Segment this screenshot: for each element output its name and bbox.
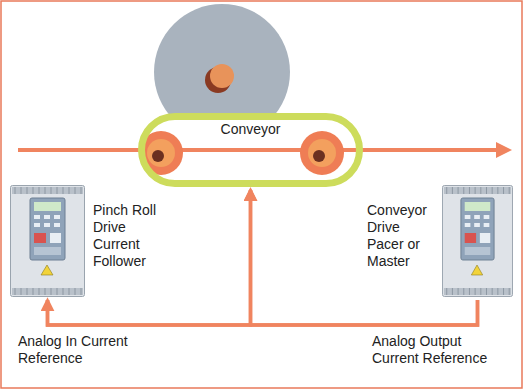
node-label: Conveyor <box>145 121 356 138</box>
material-web <box>18 142 512 158</box>
conveyor-rollers <box>139 131 344 175</box>
drive-unit: Pinch Roll Drive Current Follower <box>10 185 85 297</box>
drive-unit: Conveyor Drive Pacer or Master <box>442 185 513 297</box>
drive-label: Pinch Roll Drive Current Follower <box>93 202 165 270</box>
signal-label: Analog Output Current Reference <box>372 333 507 367</box>
drive-icon <box>10 185 85 297</box>
drive-icon <box>442 185 513 297</box>
conveyor-box: Conveyor <box>138 113 363 187</box>
signal-label: Analog In Current Reference <box>18 333 143 367</box>
signal-arrow <box>48 300 478 325</box>
drive-label: Conveyor Drive Pacer or Master <box>367 202 439 270</box>
